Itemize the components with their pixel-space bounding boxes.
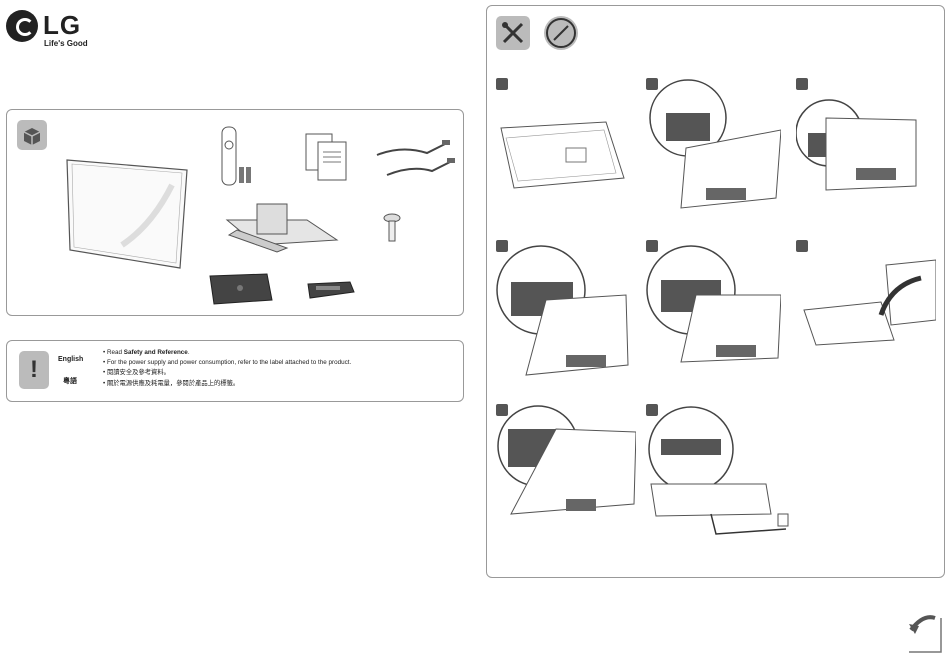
notice-line-3: • 閱讀安全及參考資料。: [103, 369, 170, 377]
step-6-illustration: [796, 240, 936, 350]
brand-name: LG: [43, 10, 81, 41]
exclamation-icon: !: [19, 351, 49, 389]
notice-line-4: • 關於電源供應及耗電量，參閱於產品上的標籤。: [103, 380, 239, 388]
lg-logo-mark: [6, 10, 38, 42]
step-4-illustration: [496, 240, 631, 380]
step-3-illustration: [796, 78, 921, 203]
language-label-english: English: [58, 356, 83, 363]
cable-cover-illustration: [302, 278, 357, 302]
lg-logo: LG Life's Good: [6, 10, 116, 50]
open-box-icon: [17, 120, 47, 150]
page-turn-icon: [905, 612, 945, 654]
screw-illustration: [382, 212, 402, 244]
stand-base-illustration: [217, 200, 352, 255]
back-cover-illustration: [202, 270, 277, 306]
step-8-illustration: [646, 404, 796, 544]
manual-booklets-illustration: [302, 130, 352, 182]
step-5-illustration: [646, 240, 781, 370]
step-2-illustration: [646, 78, 781, 213]
screwdriver-wrench-icon: [496, 16, 530, 50]
tv-panel-illustration: [62, 155, 192, 270]
step-7-illustration: [496, 404, 636, 524]
notice-panel: ! English 粵語 • Read Safety and Reference…: [6, 340, 464, 402]
remote-control-illustration: [217, 125, 257, 190]
package-contents-panel: [6, 109, 464, 316]
notice-line-2: • For the power supply and power consump…: [103, 359, 351, 367]
brand-tagline: Life's Good: [44, 39, 88, 48]
no-cloth-icon: [544, 16, 578, 50]
step-1-illustration: [496, 78, 626, 198]
notice-line-1: • Read Safety and Reference.: [103, 349, 190, 357]
av-cables-illustration: [372, 135, 457, 180]
language-label-cantonese: 粵語: [63, 376, 77, 386]
